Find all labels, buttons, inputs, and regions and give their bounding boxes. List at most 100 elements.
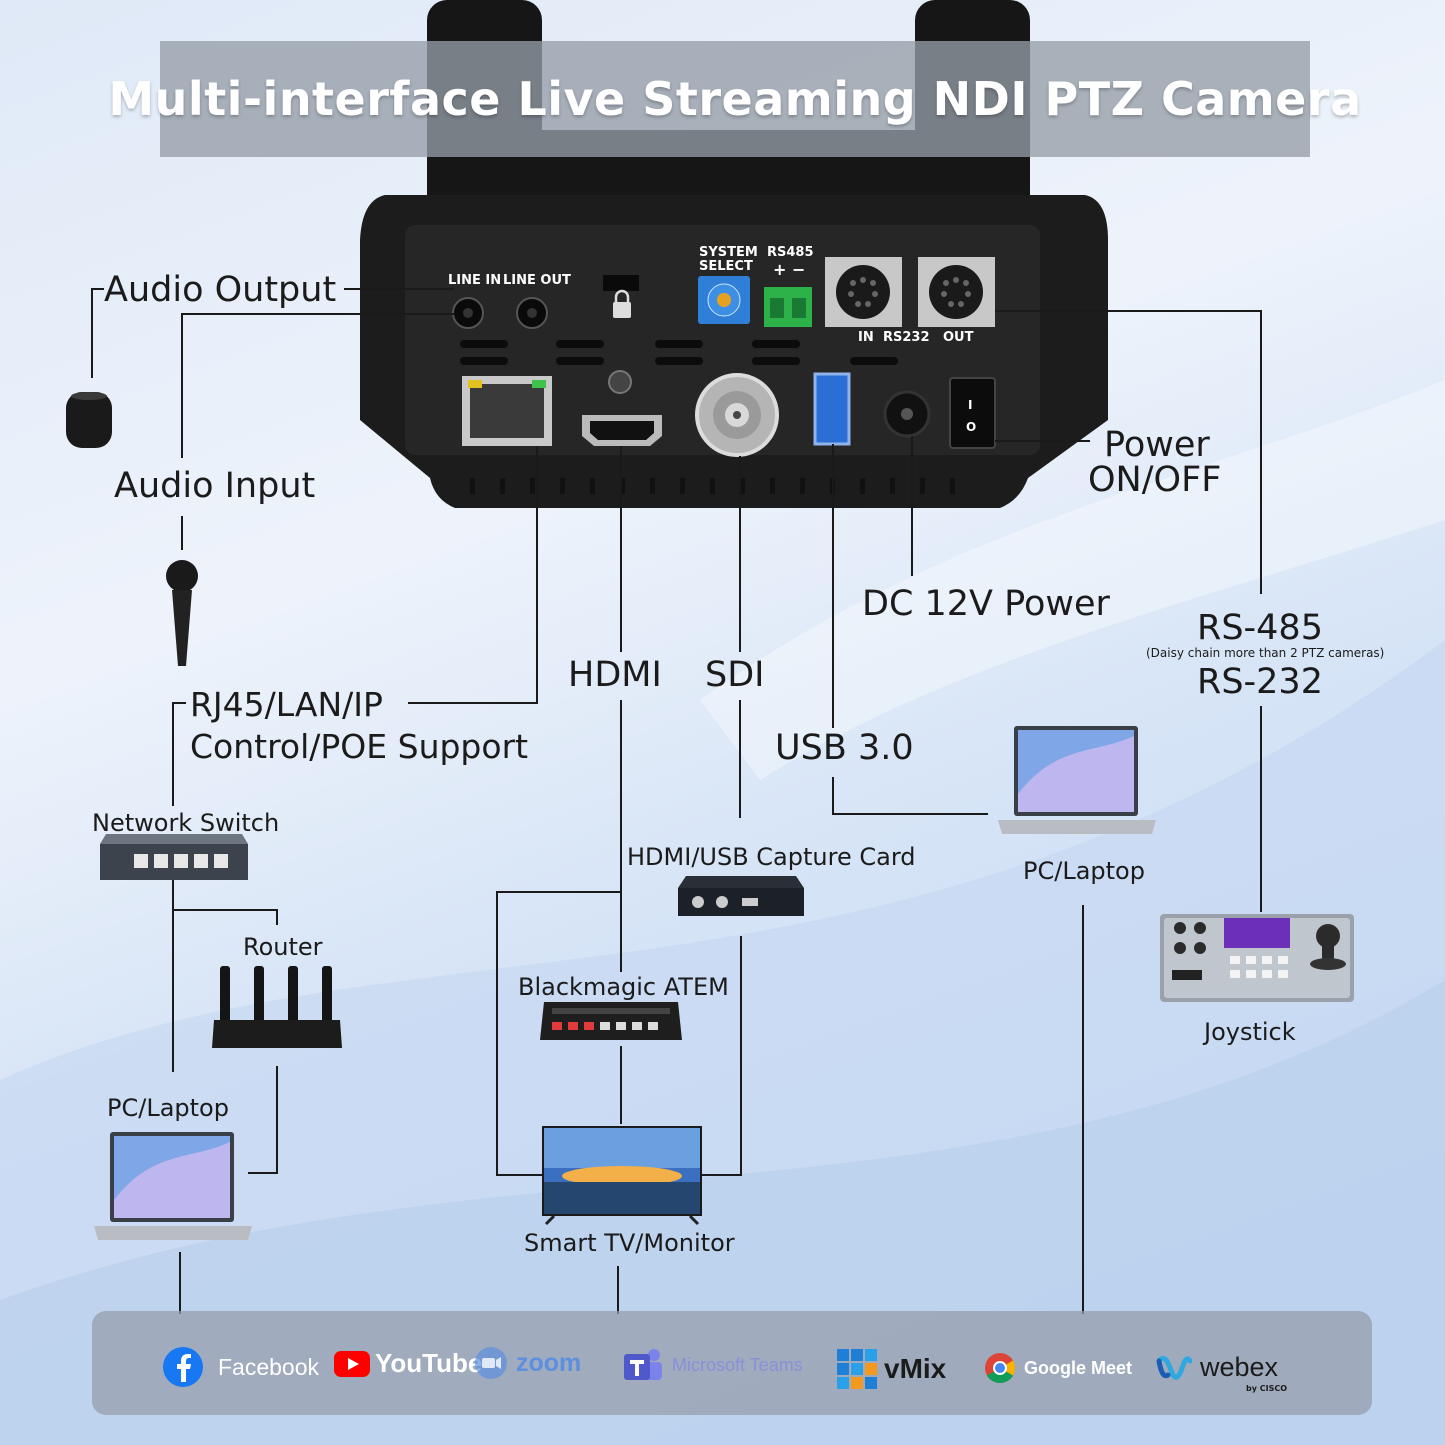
dc-power-label: DC 12V Power bbox=[862, 584, 1110, 624]
platform-name: Microsoft Teams bbox=[672, 1354, 803, 1375]
rj45-label: RJ45/LAN/IP bbox=[190, 685, 383, 724]
connector-line bbox=[995, 310, 1262, 312]
connector-line bbox=[536, 446, 538, 704]
network-switch-label: Network Switch bbox=[92, 809, 280, 837]
audio-input-label: Audio Input bbox=[114, 466, 316, 506]
audio-output-label: Audio Output bbox=[104, 270, 337, 310]
connector-line bbox=[172, 880, 174, 1072]
vmix-icon bbox=[837, 1349, 877, 1389]
tv-icon bbox=[542, 1126, 702, 1226]
tv-label: Smart TV/Monitor bbox=[524, 1229, 735, 1257]
pc-laptop-left-label: PC/Laptop bbox=[107, 1094, 229, 1122]
rs485-label: RS-485 bbox=[1197, 608, 1323, 648]
connector-line bbox=[179, 1252, 181, 1314]
rs485-panel-label: RS485 bbox=[767, 245, 814, 260]
facebook-icon bbox=[163, 1347, 203, 1387]
connector-line bbox=[276, 1066, 278, 1174]
connector-line bbox=[620, 700, 622, 972]
platform-teams: Microsoft Teams bbox=[620, 1346, 803, 1384]
rs232-panel-label: RS232 bbox=[883, 330, 930, 345]
connector-line bbox=[911, 436, 913, 576]
network-switch-icon bbox=[100, 834, 248, 880]
joystick-label: Joystick bbox=[1204, 1018, 1296, 1046]
connector-line bbox=[172, 909, 278, 911]
connector-line bbox=[832, 444, 834, 728]
laptop-icon bbox=[998, 726, 1156, 834]
platform-name: Facebook bbox=[218, 1353, 320, 1380]
usb-label: USB 3.0 bbox=[775, 728, 914, 768]
hdmi-label: HDMI bbox=[568, 655, 662, 695]
connector-line bbox=[1260, 310, 1262, 594]
connector-line bbox=[496, 891, 622, 893]
microphone-icon bbox=[166, 560, 198, 666]
youtube-icon bbox=[334, 1350, 370, 1377]
connector-line bbox=[995, 440, 1090, 442]
connector-line bbox=[832, 777, 834, 815]
platform-youtube: YouTube bbox=[333, 1348, 482, 1379]
connector-line bbox=[620, 1046, 622, 1124]
connector-line bbox=[181, 313, 454, 315]
platform-facebook: Facebook bbox=[162, 1346, 319, 1388]
connector-line bbox=[91, 288, 93, 378]
connector-line bbox=[739, 700, 741, 818]
connector-line bbox=[276, 909, 278, 925]
rs232-in-label: IN bbox=[858, 330, 874, 345]
router-icon bbox=[212, 966, 342, 1048]
router-label: Router bbox=[243, 933, 323, 961]
sdi-label: SDI bbox=[705, 655, 765, 695]
platform-name: vMix bbox=[884, 1353, 947, 1384]
zoom-icon bbox=[475, 1347, 507, 1379]
platform-webex: webex bbox=[1156, 1352, 1278, 1383]
atem-label: Blackmagic ATEM bbox=[518, 973, 729, 1001]
platform-name: zoom bbox=[516, 1348, 582, 1377]
platform-zoom: zoom bbox=[474, 1346, 581, 1380]
connector-line bbox=[181, 313, 183, 458]
switch-on-label: I bbox=[968, 398, 973, 412]
capture-card-icon bbox=[678, 876, 804, 916]
power-label: Power bbox=[1104, 425, 1210, 465]
connector-line bbox=[496, 891, 498, 1175]
switch-off-label: O bbox=[966, 420, 977, 434]
laptop-icon bbox=[94, 1132, 252, 1240]
connector-line bbox=[617, 1266, 619, 1314]
joystick-controller-icon bbox=[1160, 914, 1354, 1002]
connector-line bbox=[832, 813, 988, 815]
connector-line bbox=[1260, 706, 1262, 912]
platform-name: YouTube bbox=[375, 1348, 483, 1378]
rs232-label: RS-232 bbox=[1197, 662, 1323, 702]
rs485-note: (Daisy chain more than 2 PTZ cameras) bbox=[1146, 646, 1385, 660]
connector-line bbox=[181, 516, 183, 550]
line-out-label: LINE OUT bbox=[503, 273, 571, 288]
chrome-icon bbox=[985, 1353, 1016, 1384]
platform-vmix: vMix bbox=[836, 1348, 946, 1390]
connector-line bbox=[248, 1172, 278, 1174]
connector-line bbox=[344, 288, 454, 290]
connector-line bbox=[92, 288, 104, 290]
connector-line bbox=[739, 456, 741, 652]
poe-support-label: Control/POE Support bbox=[190, 727, 529, 766]
rs485-polarity-label: + − bbox=[773, 260, 806, 279]
webex-sub-label: by CISCO bbox=[1246, 1384, 1288, 1393]
pc-laptop-right-label: PC/Laptop bbox=[1023, 857, 1145, 885]
teams-icon bbox=[624, 1349, 662, 1380]
title-banner: Multi-interface Live Streaming NDI PTZ C… bbox=[108, 41, 1361, 157]
select-label: SELECT bbox=[699, 259, 753, 274]
webex-icon bbox=[1156, 1355, 1192, 1380]
connector-line bbox=[700, 1174, 742, 1176]
connector-line bbox=[1082, 905, 1084, 1314]
capture-card-label: HDMI/USB Capture Card bbox=[627, 843, 916, 871]
page-title: Multi-interface Live Streaming NDI PTZ C… bbox=[108, 72, 1362, 126]
connector-line bbox=[620, 446, 622, 652]
connector-line bbox=[496, 1174, 544, 1176]
rs232-out-label: OUT bbox=[943, 330, 974, 345]
line-in-label: LINE IN bbox=[448, 273, 502, 288]
connector-line bbox=[172, 702, 174, 806]
power-onoff-label: ON/OFF bbox=[1088, 460, 1222, 500]
connector-line bbox=[408, 702, 538, 704]
connector-line bbox=[172, 702, 186, 704]
speaker-icon bbox=[66, 392, 112, 448]
platform-google-meet: Google Meet bbox=[984, 1352, 1132, 1384]
atem-switcher-icon bbox=[540, 1002, 682, 1040]
system-label: SYSTEM bbox=[699, 245, 758, 260]
platform-name: webex bbox=[1200, 1352, 1279, 1382]
